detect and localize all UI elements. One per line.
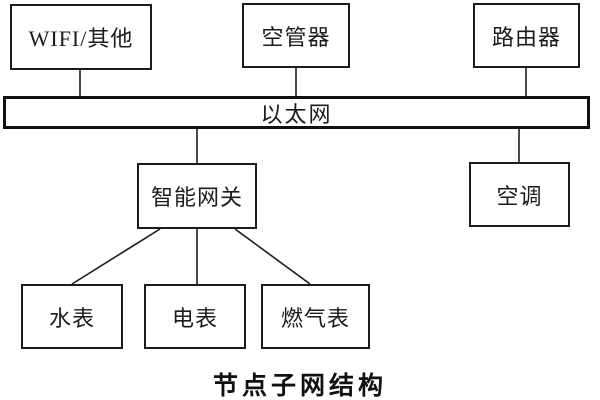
node-water-meter: 水表 [21, 284, 123, 349]
node-smart-gateway: 智能网关 [137, 163, 257, 229]
node-air-controller: 空管器 [242, 3, 350, 68]
node-wifi-label: WIFI/其他 [28, 26, 134, 51]
node-router: 路由器 [473, 3, 580, 68]
ethernet-bus-bar: 以太网 [3, 96, 590, 129]
node-air-conditioner-label: 空调 [496, 183, 543, 209]
node-air-conditioner: 空调 [469, 162, 570, 227]
connector-gateway-to-gas [234, 228, 311, 285]
ethernet-bus-label: 以太网 [260, 101, 333, 127]
node-air-controller-label: 空管器 [261, 24, 331, 50]
node-water-meter-label: 水表 [48, 305, 95, 331]
node-gas-meter-label: 燃气表 [280, 305, 350, 331]
node-gas-meter: 燃气表 [261, 284, 370, 349]
node-wifi: WIFI/其他 [10, 4, 152, 70]
node-router-label: 路由器 [491, 24, 561, 50]
node-electric-meter-label: 电表 [171, 305, 218, 331]
connector-gateway-to-water [71, 228, 161, 285]
diagram-caption: 节点子网结构 [212, 371, 387, 400]
node-smart-gateway-label: 智能网关 [150, 185, 243, 210]
node-electric-meter: 电表 [144, 284, 246, 349]
